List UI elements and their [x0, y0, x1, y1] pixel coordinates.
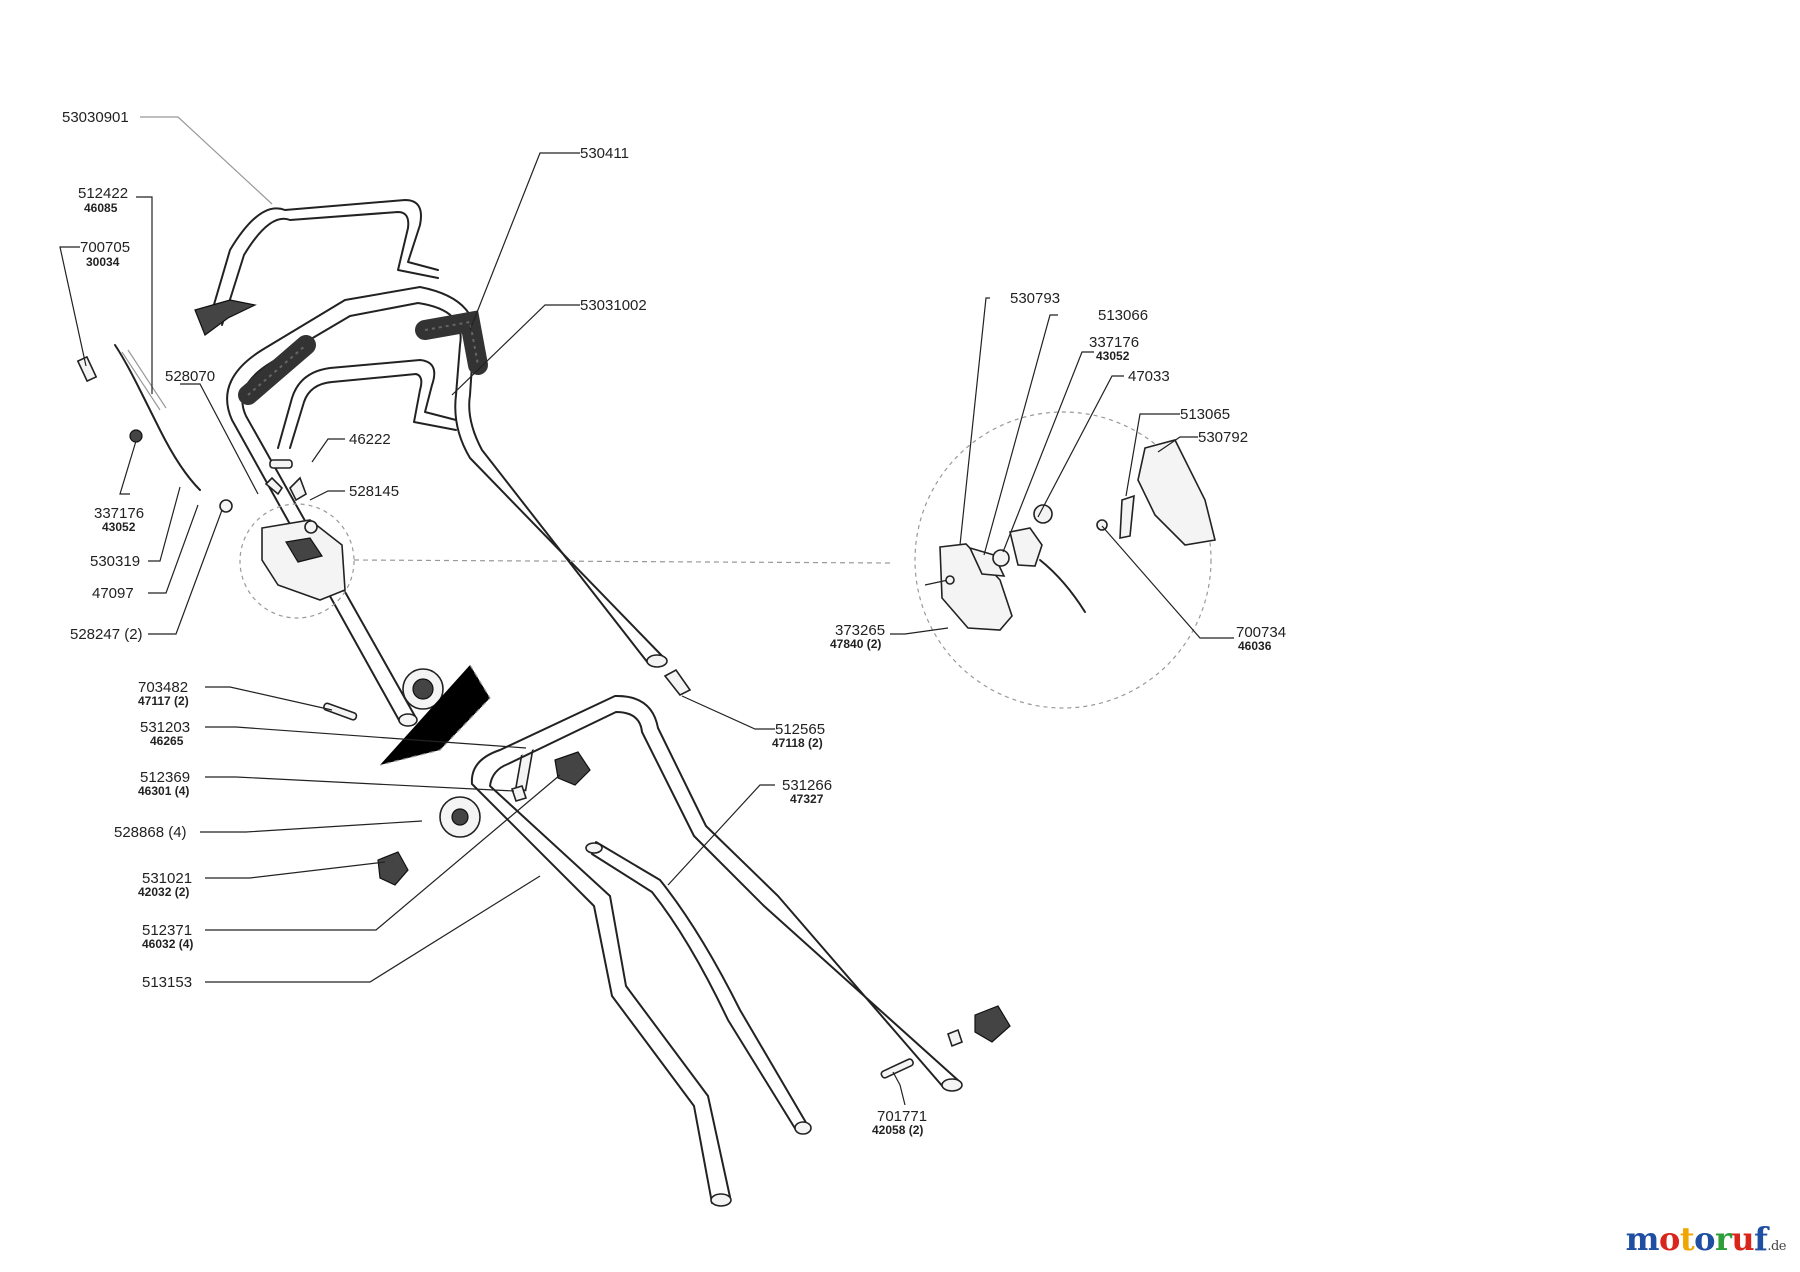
callout-531021-sub: 42032 (2) [138, 885, 189, 899]
callout-47033: 47033 [1128, 368, 1170, 385]
callout-337176-left-sub: 43052 [102, 520, 136, 534]
callout-512422-sub: 46085 [84, 201, 118, 215]
logo-domain: .de [1767, 1239, 1786, 1254]
logo-letter: t [1679, 1220, 1695, 1258]
callout-530319: 530319 [90, 553, 140, 570]
callout-513065: 513065 [1180, 406, 1230, 423]
callout-531203-sub: 46265 [150, 734, 184, 748]
callout-337176-right-sub: 43052 [1096, 349, 1130, 363]
logo-letter: f [1754, 1220, 1768, 1258]
callout-512371-sub: 46032 (4) [142, 937, 193, 951]
callout-531021: 531021 [142, 870, 192, 887]
callout-700734-sub: 46036 [1238, 639, 1272, 653]
logo-letter: m [1625, 1220, 1660, 1258]
callout-700705-sub: 30034 [86, 255, 120, 269]
callout-530411: 530411 [580, 145, 629, 162]
lever-housing-left [239, 476, 355, 619]
callout-513066: 513066 [1098, 307, 1148, 324]
callout-530792: 530792 [1198, 429, 1248, 446]
callout-512369-sub: 46301 (4) [138, 784, 189, 798]
callout-337176-right: 337176 [1089, 334, 1139, 351]
logo-letter: r [1714, 1220, 1732, 1258]
lower-handle [470, 693, 963, 1207]
callout-528868: 528868 (4) [114, 824, 187, 841]
logo-letter: o [1658, 1220, 1680, 1258]
callout-512371: 512371 [142, 922, 192, 939]
callout-labels: 53030901 530411 512422 46085 700705 3003… [62, 109, 1286, 1137]
callout-700705: 700705 [80, 239, 130, 256]
logo-letter: o [1694, 1220, 1715, 1258]
callout-53031002: 53031002 [580, 297, 647, 314]
clamp-knobs [323, 664, 1011, 1079]
upper-handle [226, 283, 668, 727]
logo-letter: u [1731, 1220, 1755, 1258]
callout-703482: 703482 [138, 679, 188, 696]
motoruf-logo: motoruf.de [1625, 1220, 1787, 1258]
callout-530793: 530793 [1010, 290, 1060, 307]
leader-lines [59, 116, 1234, 1106]
callout-373265: 373265 [835, 622, 885, 639]
callout-703482-sub: 47117 (2) [138, 694, 189, 708]
callout-531266-sub: 47327 [790, 792, 824, 806]
exploded-detail [914, 411, 1216, 709]
callout-528145: 528145 [349, 483, 399, 500]
callout-512565: 512565 [775, 721, 825, 738]
callout-47097: 47097 [92, 585, 134, 602]
callout-700734: 700734 [1236, 624, 1286, 641]
handle-assembly-drawing [76, 199, 1011, 1207]
bail-bar [194, 199, 439, 336]
callout-531266: 531266 [782, 777, 832, 794]
callout-528247: 528247 (2) [70, 626, 143, 643]
callout-512422: 512422 [78, 185, 128, 202]
callout-531203: 531203 [140, 719, 190, 736]
callout-373265-sub: 47840 (2) [830, 637, 881, 651]
callout-512565-sub: 47118 (2) [772, 736, 823, 750]
callout-53030901: 53030901 [62, 109, 129, 126]
callout-701771-sub: 42058 (2) [872, 1123, 923, 1137]
callout-512369: 512369 [140, 769, 190, 786]
callout-701771: 701771 [877, 1108, 927, 1125]
callout-528070: 528070 [165, 368, 215, 385]
callout-337176-left: 337176 [94, 505, 144, 522]
cable-guide [585, 841, 812, 1135]
callout-46222: 46222 [349, 431, 391, 448]
callout-513153: 513153 [142, 974, 192, 991]
